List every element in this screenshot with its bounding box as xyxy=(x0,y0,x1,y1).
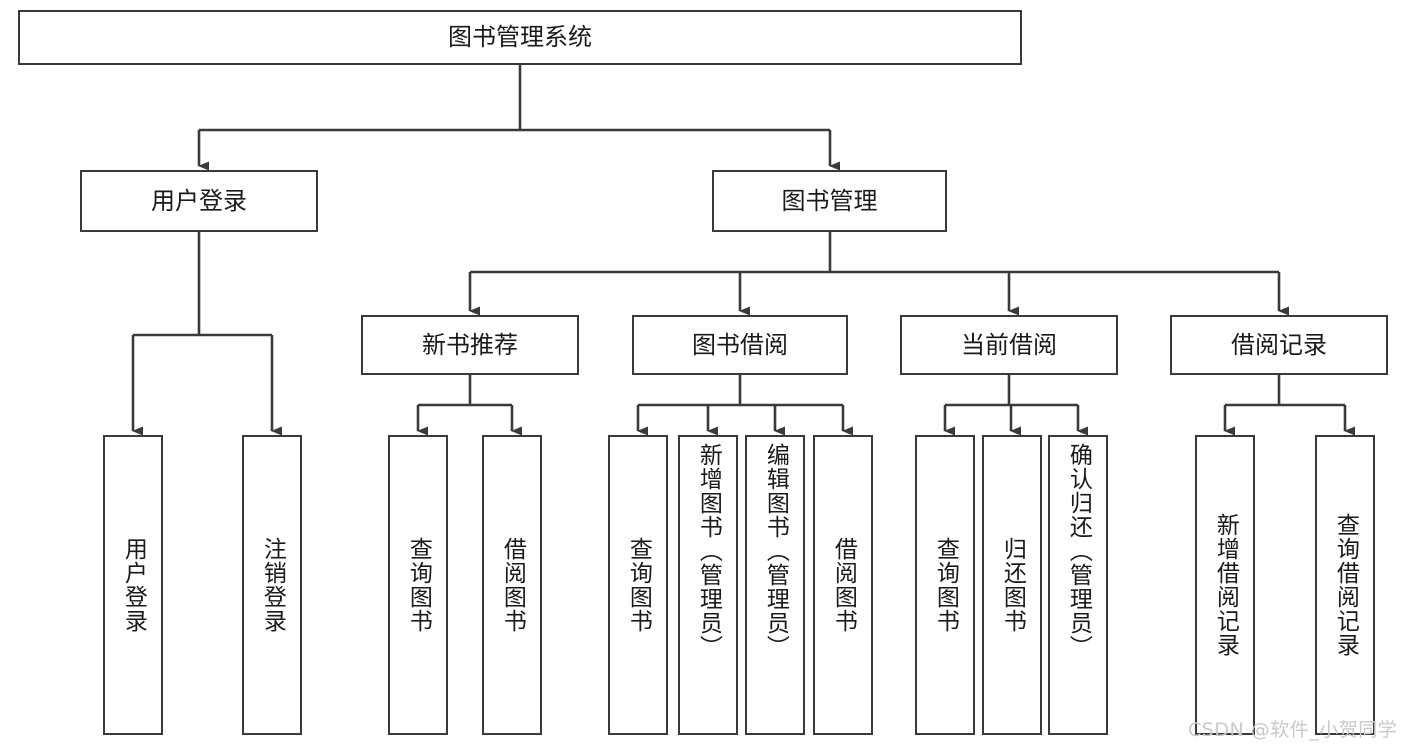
node-label: 用户登录 xyxy=(151,186,247,215)
leaf-query-book-borrow[interactable]: 查询图书 xyxy=(608,435,668,735)
node-label: 图书借阅 xyxy=(692,330,788,359)
leaf-query-book-current[interactable]: 查询图书 xyxy=(915,435,975,735)
leaf-label: 查询图书 xyxy=(405,537,432,633)
leaf-label: 查询图书 xyxy=(625,537,652,633)
node-borrow-record[interactable]: 借阅记录 xyxy=(1170,315,1388,375)
leaf-label: 借阅图书 xyxy=(499,537,526,633)
node-new-book-recommend[interactable]: 新书推荐 xyxy=(361,315,579,375)
leaf-label: 新增借阅记录 xyxy=(1212,513,1239,657)
leaf-return-book[interactable]: 归还图书 xyxy=(982,435,1042,735)
node-book-borrow[interactable]: 图书借阅 xyxy=(632,315,848,375)
leaf-user-login[interactable]: 用户登录 xyxy=(103,435,163,735)
node-user-login[interactable]: 用户登录 xyxy=(80,170,318,232)
watermark-text: CSDN @软件_小贺同学 xyxy=(1188,719,1398,741)
node-label: 图书管理 xyxy=(781,186,878,215)
node-current-borrow[interactable]: 当前借阅 xyxy=(900,315,1118,375)
leaf-label: 归还图书 xyxy=(999,537,1026,633)
node-book-management[interactable]: 图书管理 xyxy=(712,170,947,232)
leaf-label: 借阅图书 xyxy=(830,537,857,633)
node-label: 当前借阅 xyxy=(961,330,1057,359)
node-label: 图书管理系统 xyxy=(448,23,592,52)
leaf-label: 编辑图书（管理员） xyxy=(762,443,789,659)
leaf-borrow-book[interactable]: 借阅图书 xyxy=(813,435,873,735)
node-label: 借阅记录 xyxy=(1231,330,1327,359)
node-root-system[interactable]: 图书管理系统 xyxy=(18,10,1022,65)
leaf-label: 用户登录 xyxy=(120,537,147,633)
leaf-query-book-recommend[interactable]: 查询图书 xyxy=(388,435,448,735)
leaf-borrow-book-recommend[interactable]: 借阅图书 xyxy=(482,435,542,735)
leaf-user-logout[interactable]: 注销登录 xyxy=(242,435,302,735)
leaf-edit-book-admin[interactable]: 编辑图书（管理员） xyxy=(745,435,805,735)
leaf-confirm-return-admin[interactable]: 确认归还（管理员） xyxy=(1048,435,1108,735)
leaf-query-borrow-record[interactable]: 查询借阅记录 xyxy=(1315,435,1375,735)
leaf-label: 注销登录 xyxy=(259,537,286,633)
leaf-label: 查询图书 xyxy=(932,537,959,633)
leaf-label: 查询借阅记录 xyxy=(1332,513,1359,657)
leaf-add-borrow-record[interactable]: 新增借阅记录 xyxy=(1195,435,1255,735)
leaf-label: 确认归还（管理员） xyxy=(1065,443,1092,659)
node-label: 新书推荐 xyxy=(422,330,518,359)
leaf-add-book-admin[interactable]: 新增图书（管理员） xyxy=(678,435,738,735)
leaf-label: 新增图书（管理员） xyxy=(695,443,722,659)
